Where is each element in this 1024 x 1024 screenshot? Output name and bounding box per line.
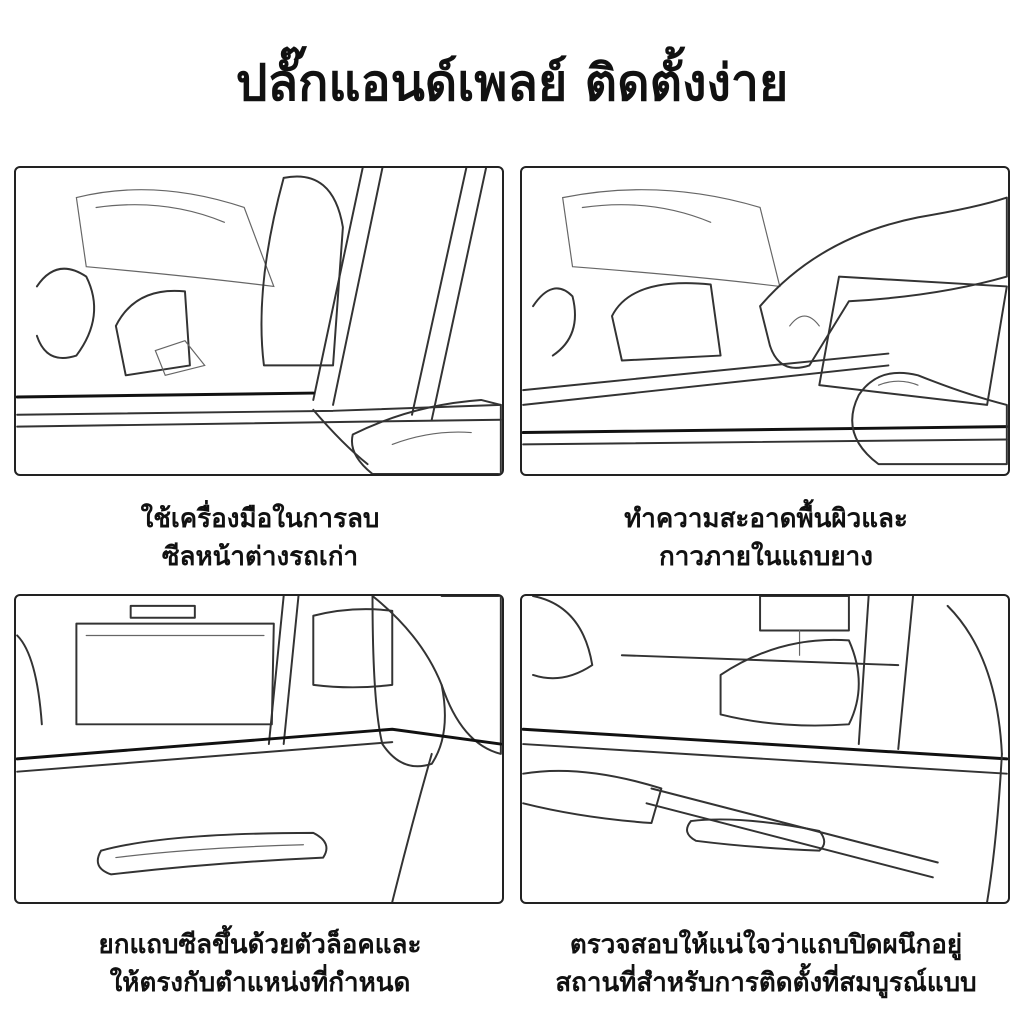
step-2-caption: ทำความสะอาดพื้นผิวและ กาวภายในแถบยาง bbox=[516, 500, 1016, 576]
step-4-caption-line-1: ตรวจสอบให้แน่ใจว่าแถบปิดผนึกอยู่ bbox=[569, 930, 963, 960]
step-3-caption: ยกแถบซีลขึ้นด้วยตัวล็อคและ ให้ตรงกับตำแห… bbox=[10, 926, 510, 1002]
step-2-caption-line-2: กาวภายในแถบยาง bbox=[659, 542, 873, 572]
step-4-sketch bbox=[522, 596, 1008, 902]
step-4-caption: ตรวจสอบให้แน่ใจว่าแถบปิดผนึกอยู่ สถานที่… bbox=[516, 926, 1016, 1002]
step-2-caption-line-1: ทำความสะอาดพื้นผิวและ bbox=[624, 504, 908, 534]
step-2-sketch bbox=[522, 189, 1008, 466]
step-1-caption: ใช้เครื่องมือในการลบ ซีลหน้าต่างรถเก่า bbox=[10, 500, 510, 576]
step-3-sketch bbox=[16, 596, 502, 902]
step-2-illustration bbox=[520, 166, 1010, 476]
step-4-illustration bbox=[520, 594, 1010, 904]
step-3-caption-line-2: ให้ตรงกับตำแหน่งที่กำหนด bbox=[109, 968, 411, 998]
step-1-illustration bbox=[14, 166, 504, 476]
step-1-caption-line-1: ใช้เครื่องมือในการลบ bbox=[140, 504, 380, 534]
step-3-illustration bbox=[14, 594, 504, 904]
page-title: ปลั๊กแอนด์เพลย์ ติดตั้งง่าย bbox=[235, 54, 789, 112]
step-4-caption-line-2: สถานที่สำหรับการติดตั้งที่สมบูรณ์แบบ bbox=[555, 968, 977, 998]
step-1-caption-line-2: ซีลหน้าต่างรถเก่า bbox=[161, 542, 359, 572]
step-1-sketch bbox=[16, 168, 502, 474]
step-3-caption-line-1: ยกแถบซีลขึ้นด้วยตัวล็อคและ bbox=[98, 930, 422, 960]
